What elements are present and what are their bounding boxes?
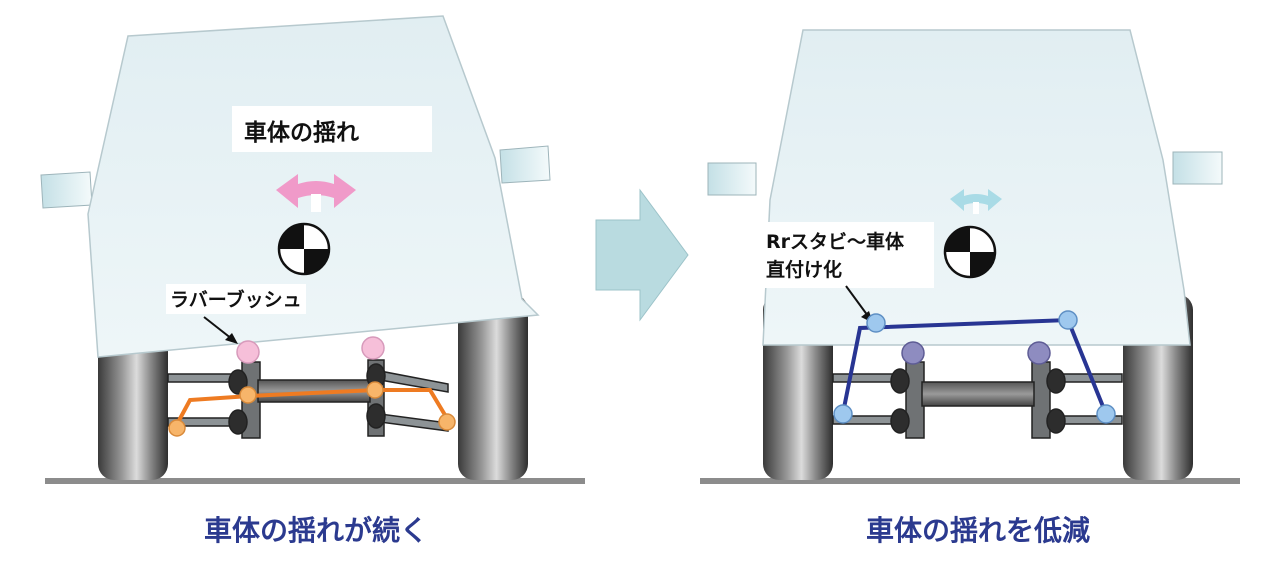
- stabilizer-bar-right: [841, 317, 1108, 415]
- ground-line-left: [45, 478, 585, 484]
- rubber-bushings: [168, 336, 456, 437]
- bushing-label-box: [166, 284, 306, 314]
- sway-label-box: [232, 106, 432, 152]
- sway-arrow-icon: [276, 174, 356, 212]
- sway-label: 車体の揺れ: [244, 120, 359, 146]
- transition-arrow-icon: [595, 188, 689, 322]
- direct-label-box: [762, 222, 934, 288]
- direct-mount-points: [833, 310, 1116, 424]
- bushing-label: ラバーブッシュ: [170, 288, 302, 311]
- center-of-gravity-icon: [943, 225, 997, 279]
- ground-line-right: [700, 478, 1240, 484]
- direct-label-line1: Rrスタビ～車体: [766, 230, 905, 253]
- axle-housing-right: [890, 361, 1066, 439]
- mirror-right-a: [707, 162, 757, 196]
- direct-label-line2: 直付け化: [766, 258, 842, 281]
- mirror-left-a: [40, 171, 93, 209]
- tire-left-inner: [458, 294, 528, 480]
- stabilizer-bar-left: [174, 388, 450, 427]
- right-vehicle: Rrスタビ～車体 直付け化: [700, 29, 1240, 547]
- left-caption: 車体の揺れが続く: [204, 514, 428, 547]
- mirror-right-b: [1172, 151, 1223, 185]
- mirror-left-b: [499, 145, 551, 184]
- right-caption: 車体の揺れを低減: [866, 514, 1090, 547]
- center-of-gravity-icon: [277, 222, 331, 276]
- left-vehicle: 車体の揺れ ラバーブッシュ: [40, 15, 585, 547]
- vehicle-body-right: [762, 29, 1191, 346]
- sway-arrow-icon: [950, 189, 1002, 214]
- leader-arrow-icon: [203, 316, 238, 344]
